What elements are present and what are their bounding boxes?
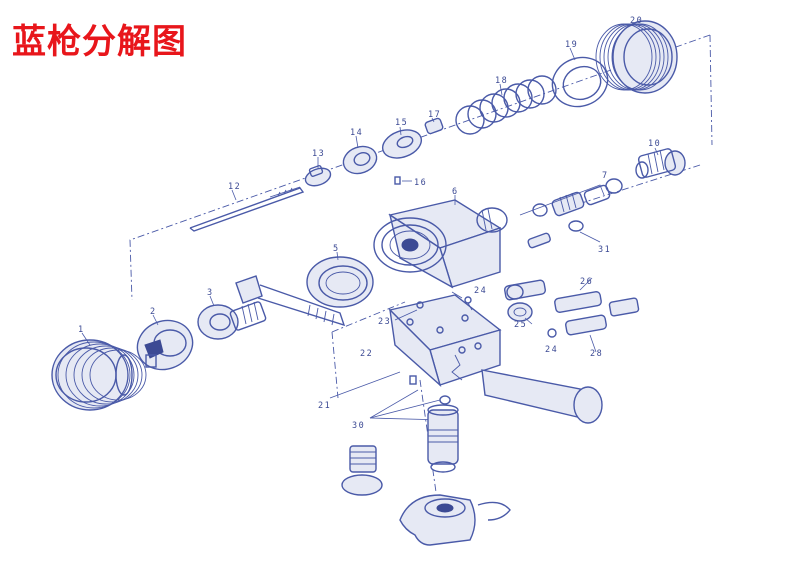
part-31-pins [527, 220, 601, 249]
part-20-threaded-ring [595, 20, 678, 94]
gun-handle [481, 369, 603, 424]
part-1-threaded-cap [51, 339, 147, 411]
callout-13: 13 [312, 149, 325, 159]
callout-30: 30 [352, 421, 365, 431]
part-25-spring [507, 302, 533, 322]
part-17-bushing [424, 117, 444, 135]
part-21-screws [329, 371, 417, 399]
part-28-bolt [235, 275, 346, 327]
callout-23: 23 [378, 317, 391, 327]
diagram-title: 蓝枪分解图 [12, 22, 187, 62]
callout-24-bottom: 24 [545, 345, 558, 355]
callout-17: 17 [428, 110, 441, 120]
callout-20: 20 [630, 16, 643, 26]
callout-19: 19 [565, 40, 578, 50]
part-14-washer [342, 145, 378, 175]
part-24-screws [464, 296, 557, 338]
part-22-lower-block [388, 294, 502, 388]
part-5-ring [306, 256, 374, 308]
part-12-needle [189, 186, 305, 232]
part-2-air-cap [136, 319, 194, 371]
callout-leaders [81, 23, 659, 353]
part-15-washer [381, 129, 423, 159]
callout-24-top: 24 [474, 286, 487, 296]
callout-22: 22 [360, 349, 373, 359]
part-16-screw [394, 176, 401, 185]
callout-10: 10 [648, 139, 661, 149]
part-26-side-valves [504, 279, 640, 336]
part-13-plug [304, 165, 332, 187]
callout-14: 14 [350, 128, 363, 138]
callout-6: 6 [452, 187, 459, 197]
callout-12: 12 [228, 182, 241, 192]
callout-28: 28 [590, 349, 603, 359]
callout-2: 2 [150, 307, 157, 317]
callout-16: 16 [414, 178, 427, 188]
callout-5: 5 [333, 244, 340, 254]
part-23-pin [394, 301, 424, 321]
part-3-nozzle [197, 301, 267, 340]
callout-31: 31 [598, 245, 611, 255]
callout-3: 3 [207, 288, 214, 298]
callout-25: 25 [514, 320, 527, 330]
bottom-screw [341, 445, 383, 496]
callout-1: 1 [78, 325, 85, 335]
air-inlet-hook [399, 494, 511, 546]
part-6-main-body [373, 199, 508, 289]
part-10-fitting [635, 148, 686, 179]
callout-26: 26 [580, 277, 593, 287]
callout-15: 15 [395, 118, 408, 128]
callout-7: 7 [602, 171, 609, 181]
callout-numbers: 1 2 3 5 6 7 10 12 13 14 15 16 17 18 19 2… [78, 16, 661, 431]
callout-18: 18 [495, 76, 508, 86]
part-18-coil-spring [455, 75, 557, 135]
callout-21: 21 [318, 401, 331, 411]
lower-valve-column [427, 404, 459, 473]
part-19-flat-ring [551, 56, 609, 108]
part-7-valve-assembly [519, 178, 623, 217]
